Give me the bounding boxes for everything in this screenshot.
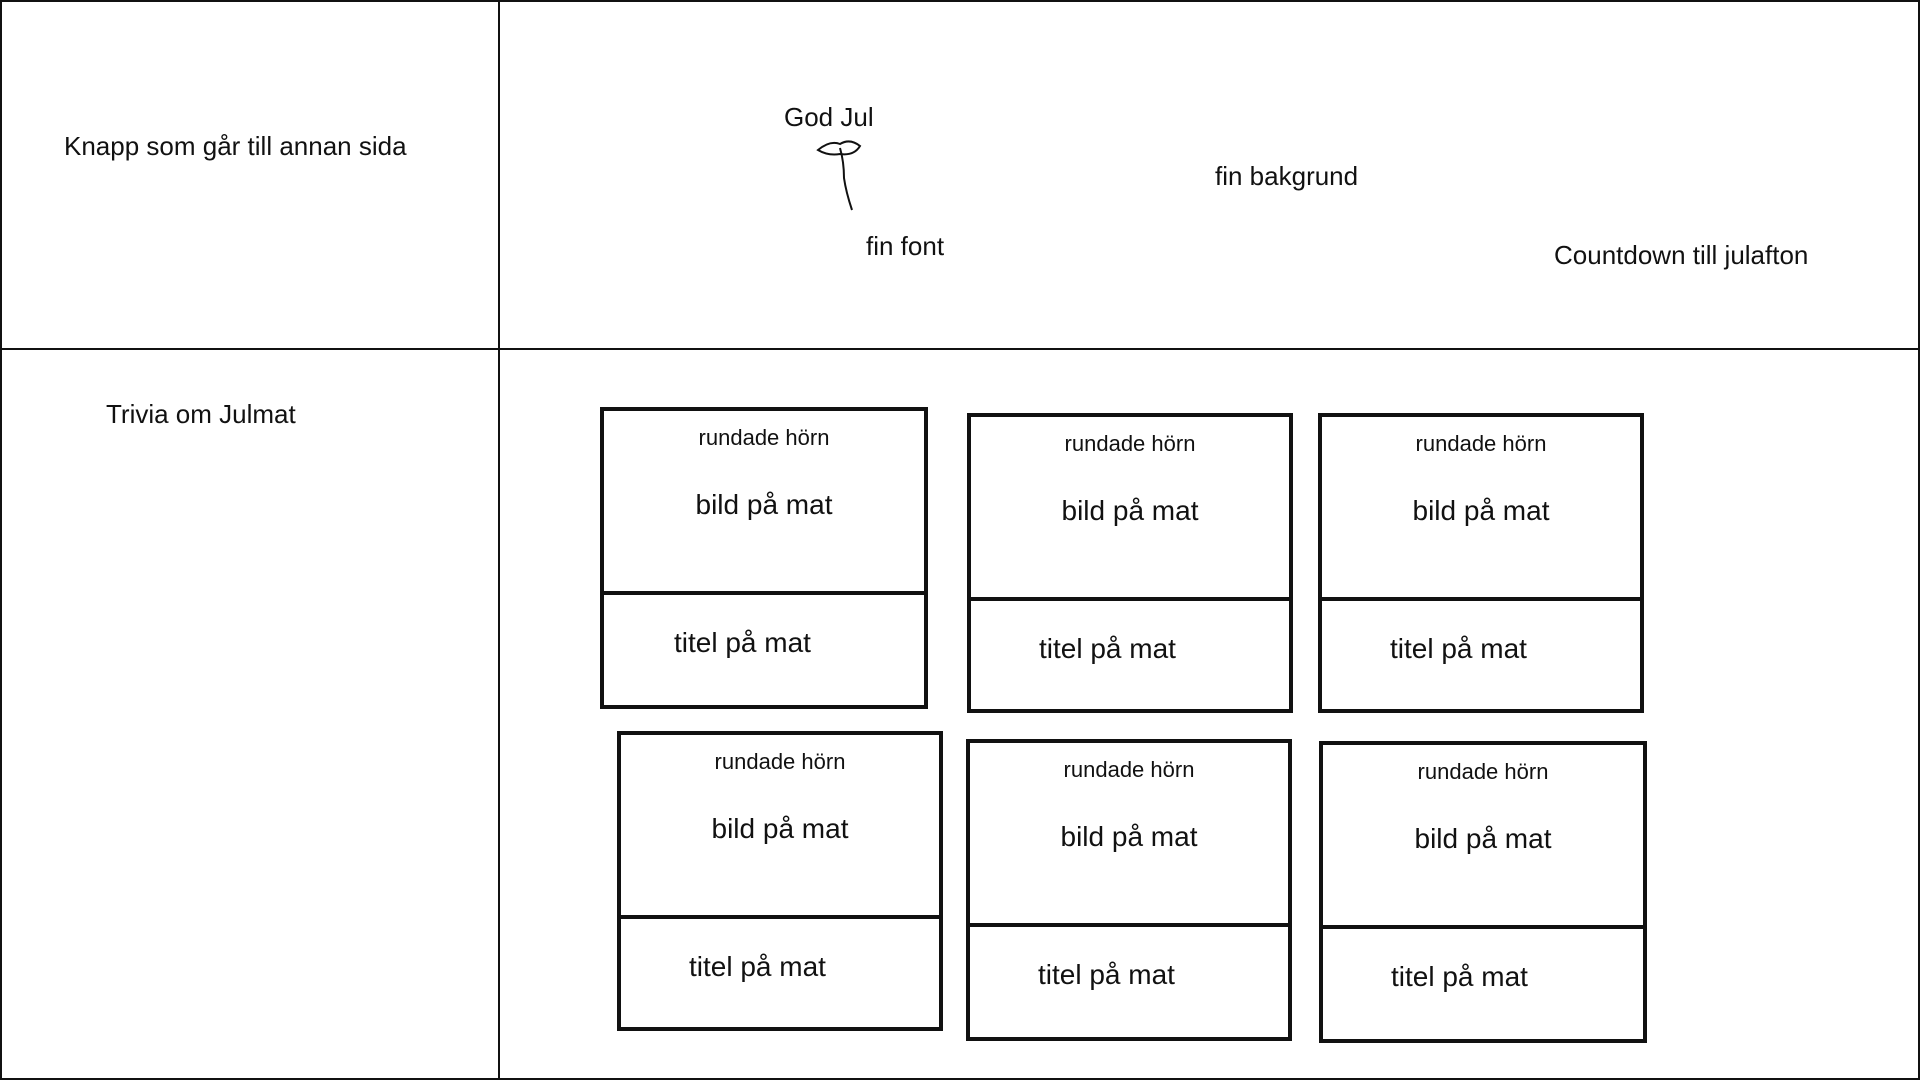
- food-card-image: rundade hörn bild på mat: [604, 411, 924, 595]
- food-title-label: titel på mat: [674, 627, 811, 658]
- nav-button-note: Knapp som går till annan sida: [64, 131, 407, 161]
- greeting-heading: God Jul: [784, 102, 874, 132]
- food-image-label: bild på mat: [1414, 823, 1552, 854]
- food-image-label: bild på mat: [711, 813, 849, 844]
- food-image-label: bild på mat: [1060, 821, 1198, 852]
- food-card-image: rundade hörn bild på mat: [1323, 745, 1643, 929]
- food-card[interactable]: rundade hörn bild på mat titel på mat: [966, 739, 1292, 1041]
- food-title-label: titel på mat: [1391, 961, 1528, 992]
- food-card[interactable]: rundade hörn bild på mat titel på mat: [1318, 413, 1644, 713]
- trivia-note: Trivia om Julmat: [106, 399, 296, 429]
- food-card[interactable]: rundade hörn bild på mat titel på mat: [600, 407, 928, 709]
- row-divider: [0, 348, 1920, 350]
- food-card-image: rundade hörn bild på mat: [970, 743, 1288, 927]
- food-card[interactable]: rundade hörn bild på mat titel på mat: [617, 731, 943, 1031]
- food-title-label: titel på mat: [1039, 633, 1176, 664]
- annotation-arrow: [816, 140, 862, 211]
- corner-note: rundade hörn: [714, 749, 846, 774]
- food-title-label: titel på mat: [1390, 633, 1527, 664]
- corner-note: rundade hörn: [1063, 757, 1195, 782]
- food-card-image: rundade hörn bild på mat: [621, 735, 939, 919]
- food-image-label: bild på mat: [1061, 495, 1199, 526]
- food-card-image: rundade hörn bild på mat: [971, 417, 1289, 601]
- corner-note: rundade hörn: [1064, 431, 1196, 456]
- food-title-label: titel på mat: [1038, 959, 1175, 990]
- food-card[interactable]: rundade hörn bild på mat titel på mat: [967, 413, 1293, 713]
- corner-note: rundade hörn: [1415, 431, 1547, 456]
- countdown-note: Countdown till julafton: [1554, 240, 1809, 270]
- food-card-image: rundade hörn bild på mat: [1322, 417, 1640, 601]
- food-card[interactable]: rundade hörn bild på mat titel på mat: [1319, 741, 1647, 1043]
- food-image-label: bild på mat: [695, 489, 833, 520]
- corner-note: rundade hörn: [698, 425, 830, 450]
- font-note: fin font: [866, 231, 945, 261]
- corner-note: rundade hörn: [1417, 759, 1549, 784]
- background-note: fin bakgrund: [1215, 161, 1359, 191]
- column-divider: [498, 0, 500, 1080]
- food-image-label: bild på mat: [1412, 495, 1550, 526]
- food-title-label: titel på mat: [689, 951, 826, 982]
